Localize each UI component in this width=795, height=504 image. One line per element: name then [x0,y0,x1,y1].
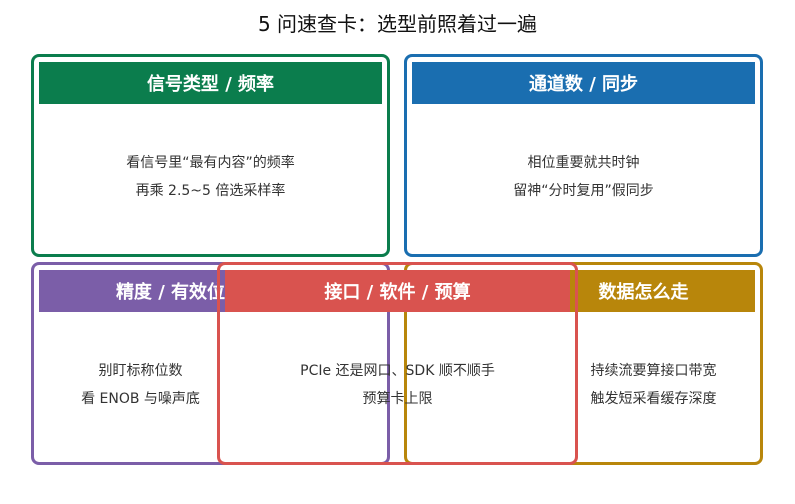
card-body: 相位重要就共时钟 留神“分时复用”假同步 [407,149,760,205]
card-body: 别盯标称位数 看 ENOB 与噪声底 [34,357,247,413]
card-line: 看信号里“最有内容”的频率 [126,155,295,171]
card-heading: 通道数 / 同步 [412,62,755,104]
card-channels-sync: 通道数 / 同步 相位重要就共时钟 留神“分时复用”假同步 [404,54,763,257]
card-heading: 数据怎么走 [598,282,689,303]
card-body: PCIe 还是网口、SDK 顺不顺手 预算卡上限 [220,357,575,413]
card-body: 看信号里“最有内容”的频率 再乘 2.5~5 倍选采样率 [34,149,387,205]
card-heading: 信号类型 / 频率 [39,62,382,104]
card-body: 持续流要算接口带宽 触发短采看缓存深度 [407,357,795,413]
card-line: 触发短采看缓存深度 [590,391,717,407]
card-line: 看 ENOB 与噪声底 [81,391,200,407]
card-signal-type: 信号类型 / 频率 看信号里“最有内容”的频率 再乘 2.5~5 倍选采样率 [31,54,390,257]
card-line: 相位重要就共时钟 [527,155,640,171]
card-line: 再乘 2.5~5 倍选采样率 [135,183,286,199]
card-line: 别盯标称位数 [98,363,183,379]
card-heading: 接口 / 软件 / 预算 [225,270,570,312]
card-interface-software-budget: 接口 / 软件 / 预算 PCIe 还是网口、SDK 顺不顺手 预算卡上限 [217,262,578,465]
card-line: PCIe 还是网口、SDK 顺不顺手 [300,363,495,379]
card-line: 预算卡上限 [362,391,433,407]
card-line: 持续流要算接口带宽 [590,363,717,379]
card-line: 留神“分时复用”假同步 [513,183,654,199]
card-heading: 精度 / 有效位 [115,282,226,303]
page-title: 5 问速查卡：选型前照着过一遍 [257,12,538,36]
